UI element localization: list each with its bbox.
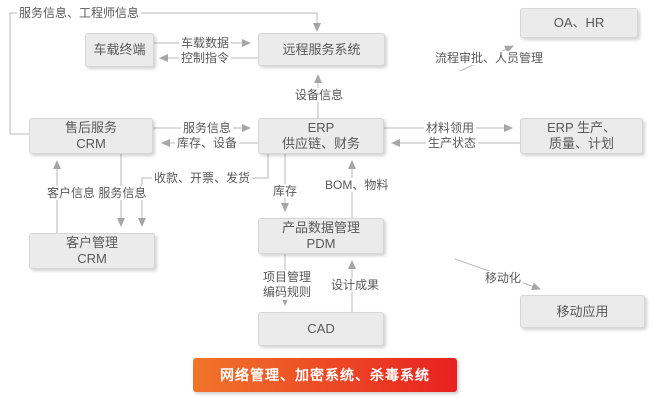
- label-device-info: 设备信息: [293, 88, 346, 102]
- node-remote-service-system: 远程服务系统: [258, 33, 385, 66]
- node-erp-supply-finance: ERP 供应链、财务: [258, 118, 384, 154]
- label-coding-rules: 编码规则: [263, 285, 312, 299]
- node-label: 远程服务系统: [282, 41, 361, 57]
- label-process-approval: 流程审批、人员管理: [433, 51, 546, 65]
- node-after-sales-crm: 售后服务 CRM: [29, 118, 153, 154]
- node-label: OA、HR: [553, 15, 605, 30]
- label-service-engineer-info: 服务信息、工程师信息: [17, 6, 142, 20]
- node-oa-hr: OA、HR: [520, 8, 638, 38]
- node-label: 移动应用: [556, 303, 609, 319]
- label-project-mgmt: 项目管理: [263, 270, 312, 284]
- label-production-status: 生产状态: [426, 136, 479, 150]
- label-mobilization: 移动化: [483, 271, 524, 285]
- banner-label: 网络管理、加密系统、杀毒系统: [220, 367, 430, 383]
- label-design-results: 设计成果: [329, 278, 382, 292]
- node-label: CAD: [307, 321, 335, 336]
- label-customer-service-info: 客户信息 服务信息: [45, 186, 149, 200]
- node-label-line1: 客户管理: [65, 235, 118, 250]
- node-label: 车载终端: [93, 42, 146, 57]
- node-label-line1: ERP: [307, 120, 335, 135]
- label-inventory-equipment: 库存、设备: [175, 136, 240, 150]
- node-product-data-management-pdm: 产品数据管理 PDM: [258, 218, 384, 254]
- node-customer-management-crm: 客户管理 CRM: [29, 233, 155, 269]
- edge-service-engineer-info: [9, 12, 321, 135]
- node-label-line2: 供应链、财务: [281, 136, 360, 151]
- node-label-line2: CRM: [76, 136, 106, 151]
- node-label-line1: ERP 生产、: [546, 120, 617, 135]
- node-label-line2: CRM: [77, 251, 107, 266]
- edge-payment-invoice-delivery: [138, 153, 269, 227]
- node-vehicle-terminal: 车载终端: [85, 33, 154, 67]
- node-label-line2: 质量、计划: [548, 136, 614, 151]
- label-inventory: 库存: [271, 184, 300, 198]
- label-material-requisition: 材料领用: [424, 121, 477, 135]
- node-erp-production-quality-planning: ERP 生产、 质量、计划: [520, 118, 643, 154]
- node-cad: CAD: [258, 312, 384, 346]
- label-project-coding: 项目管理 编码规则: [261, 270, 314, 300]
- label-control-command: 控制指令: [179, 51, 232, 65]
- label-bom-material: BOM、物料: [323, 178, 391, 192]
- label-service-info: 服务信息: [181, 121, 234, 135]
- node-label-line2: PDM: [306, 236, 336, 251]
- security-banner: 网络管理、加密系统、杀毒系统: [193, 358, 457, 392]
- node-label-line1: 售后服务: [64, 120, 117, 135]
- label-vehicle-data: 车载数据: [179, 36, 232, 50]
- node-label-line1: 产品数据管理: [281, 220, 360, 235]
- node-mobile-app: 移动应用: [520, 295, 645, 328]
- label-payment-invoice-delivery: 收款、开票、发货: [152, 171, 253, 185]
